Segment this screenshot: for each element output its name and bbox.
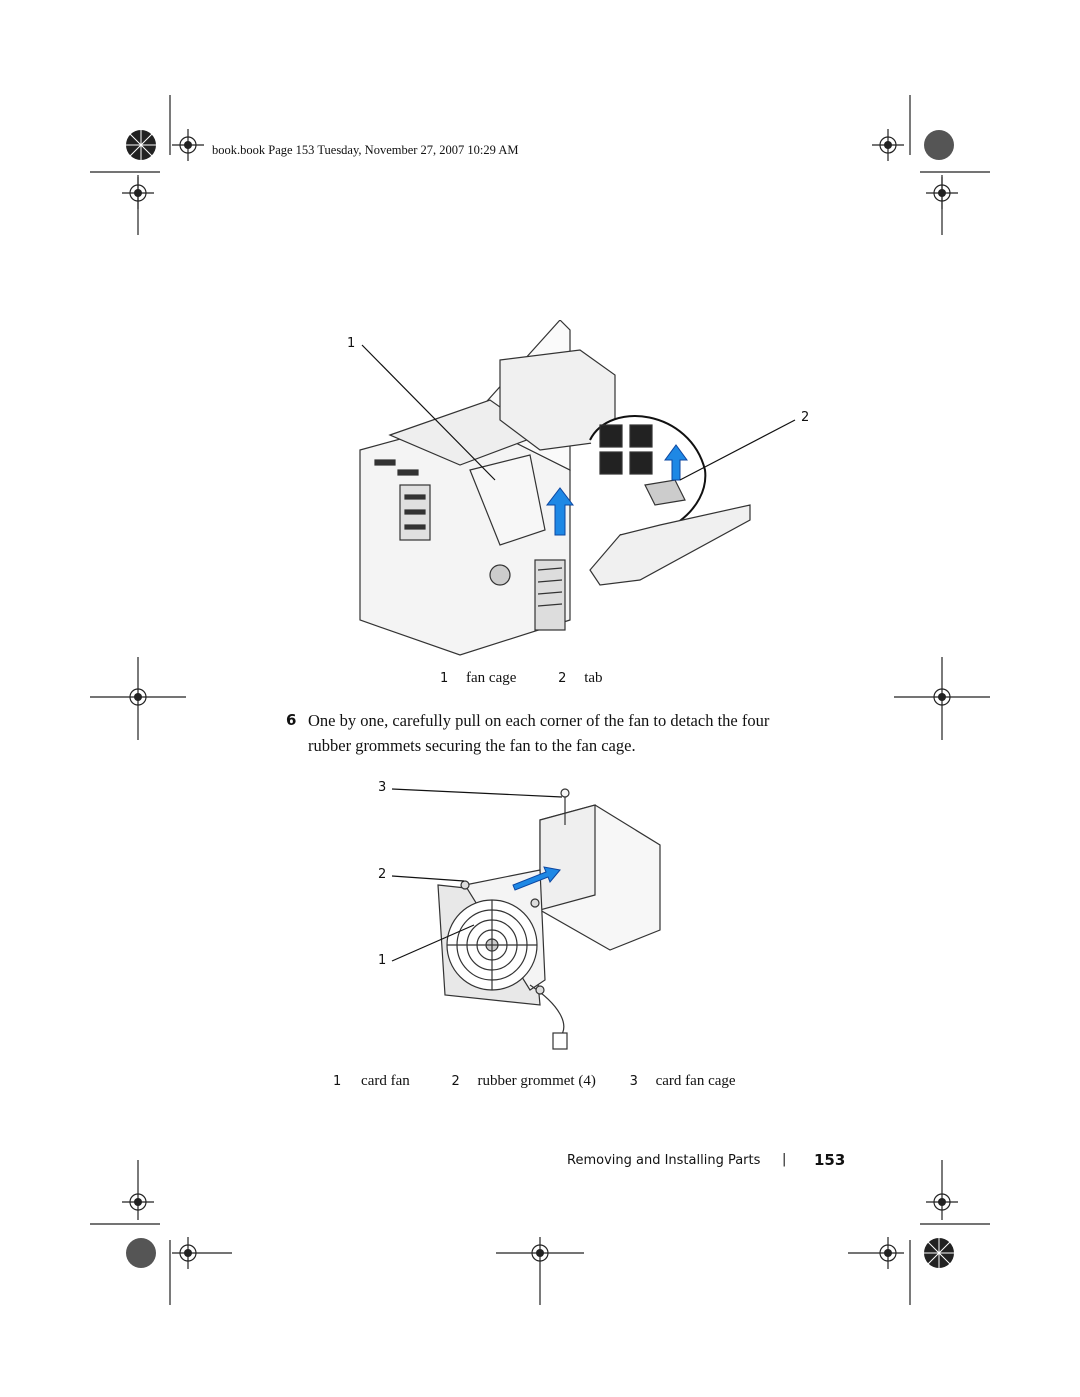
legend-label: fan cage bbox=[466, 670, 517, 686]
legend-num: 3 bbox=[629, 1074, 638, 1089]
legend-num: 1 bbox=[333, 1074, 342, 1089]
direction-arrow bbox=[512, 866, 561, 891]
callout-1: 1 bbox=[378, 953, 387, 968]
legend-label: card fan cage bbox=[655, 1073, 736, 1089]
card-fan-illustration bbox=[391, 788, 661, 1050]
step-6: 6 One by one, carefully pull on each cor… bbox=[286, 708, 816, 758]
step-number: 6 bbox=[286, 711, 297, 729]
callout-2: 2 bbox=[801, 410, 810, 425]
legend-label: tab bbox=[584, 670, 603, 686]
callout-1: 1 bbox=[347, 336, 356, 351]
footer-section-title: Removing and Installing Parts bbox=[567, 1153, 761, 1168]
legend-num: 2 bbox=[451, 1074, 460, 1089]
fan-cage-illustration bbox=[359, 320, 796, 656]
callout-2: 2 bbox=[378, 867, 387, 882]
legend-num: 2 bbox=[558, 671, 567, 686]
print-header: book.book Page 153 Tuesday, November 27,… bbox=[212, 143, 519, 157]
page-number: 153 bbox=[814, 1151, 846, 1169]
legend-num: 1 bbox=[440, 671, 449, 686]
step-text: One by one, carefully pull on each corne… bbox=[308, 711, 770, 755]
legend-label: rubber grommet (4) bbox=[477, 1073, 596, 1089]
callout-3: 3 bbox=[378, 780, 387, 795]
footer-separator: | bbox=[782, 1152, 787, 1167]
figure2-legend: 1 card fan 2 rubber grommet (4) 3 card f… bbox=[333, 1073, 736, 1090]
legend-label: card fan bbox=[361, 1073, 410, 1089]
figure1-legend: 1 fan cage 2 tab bbox=[440, 670, 603, 687]
